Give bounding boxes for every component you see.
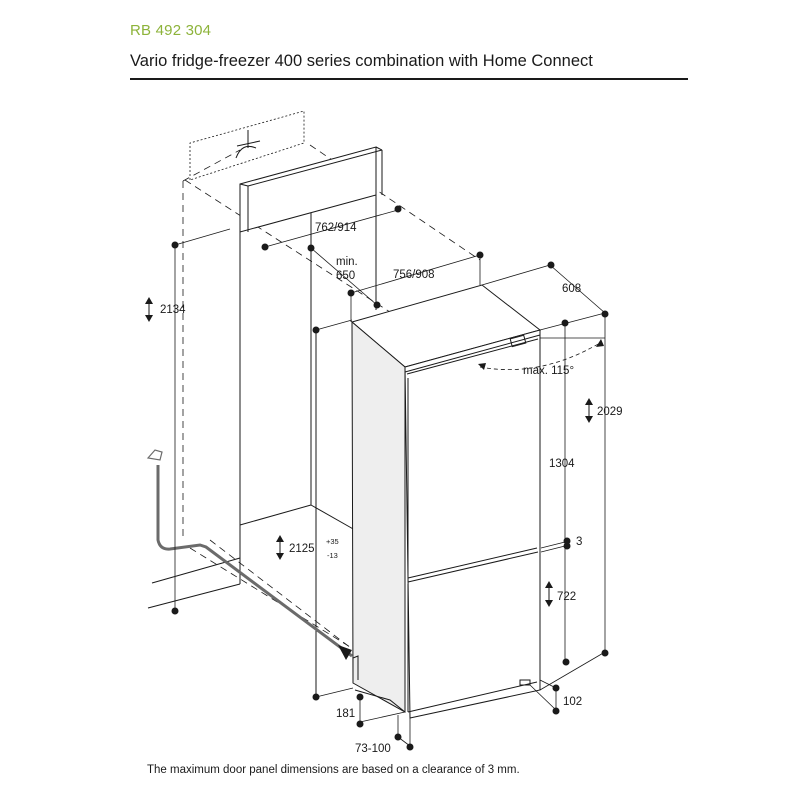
dim-plinth-depth: 102 xyxy=(563,696,582,708)
water-hose xyxy=(156,465,353,658)
dim-door-gap: 3 xyxy=(576,536,582,548)
dim-freezer-door: 722 xyxy=(557,591,576,603)
top-panel xyxy=(239,146,383,233)
dim-appliance-height: 2029 xyxy=(597,406,623,418)
hose-arrow-icon xyxy=(338,645,352,660)
dim-door-angle: max. 115° xyxy=(523,365,574,377)
height-arrow-icons xyxy=(145,297,604,607)
dim-appliance-depth: 608 xyxy=(562,283,581,295)
dim-plinth-range: 73-100 xyxy=(355,743,391,755)
dim-tolerance-plus: +35 xyxy=(326,537,339,546)
dim-top-width-1: 762/914 xyxy=(315,222,357,234)
fridge-body xyxy=(350,284,542,719)
door-swing-arrow-left-icon xyxy=(478,363,486,370)
dim-min-label: min. xyxy=(336,256,358,268)
footnote: The maximum door panel dimensions are ba… xyxy=(147,764,520,776)
arrow-722-icon xyxy=(545,581,553,607)
dim-top-width-2: 756/908 xyxy=(393,269,435,281)
hinge-symbol-icon xyxy=(235,130,261,159)
arrow-2125-icon xyxy=(276,535,284,560)
dimension-lines xyxy=(174,209,606,747)
title-divider xyxy=(130,78,688,80)
product-title: Vario fridge-freezer 400 series combinat… xyxy=(130,52,593,70)
dim-niche-height-2: 2125 xyxy=(289,543,315,555)
model-code: RB 492 304 xyxy=(130,22,212,39)
upper-cabinet-outline xyxy=(189,110,305,181)
dim-niche-height: 2134 xyxy=(160,304,186,316)
door-swing-arrow-icon xyxy=(596,339,604,347)
arrow-2029-icon xyxy=(585,398,593,423)
tap-icon xyxy=(146,449,163,461)
arrow-2134-icon xyxy=(145,297,153,322)
dim-fridge-door: 1304 xyxy=(549,458,575,470)
dim-plinth-height: 181 xyxy=(336,708,355,720)
dim-min-depth: 650 xyxy=(336,270,355,282)
dim-tolerance-minus: -13 xyxy=(327,551,338,560)
dimension-dots xyxy=(171,205,609,751)
